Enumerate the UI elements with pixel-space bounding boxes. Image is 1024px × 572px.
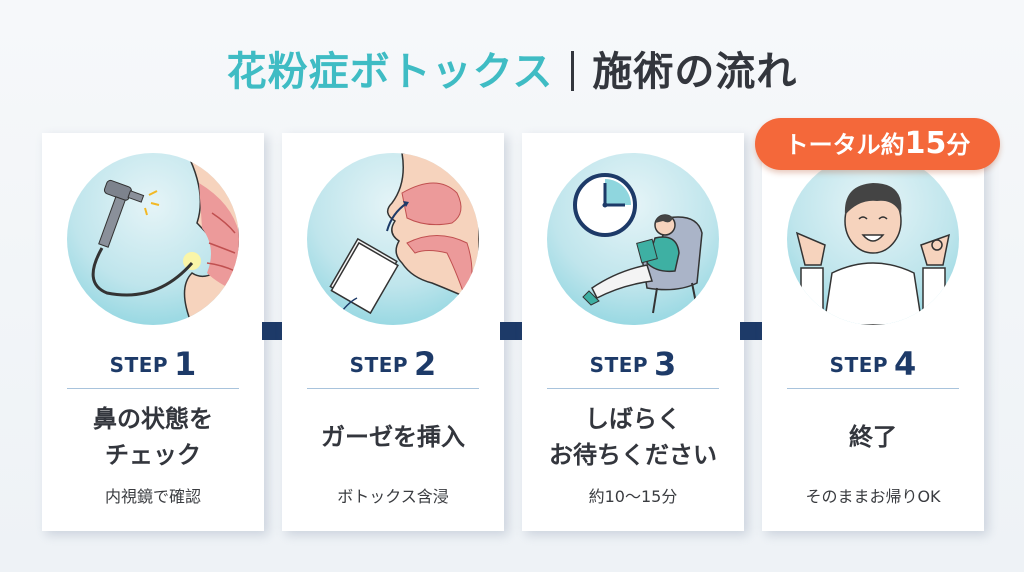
page-title: 花粉症ボトックス施術の流れ	[0, 44, 1024, 100]
endoscope-nose-icon	[67, 153, 239, 325]
divider	[307, 388, 479, 389]
total-time-badge: トータル約15分	[755, 118, 1000, 170]
step-subtitle: そのままお帰りOK	[805, 487, 941, 506]
step-title: ガーゼを挿入	[321, 423, 465, 451]
step-subtitle: 内視鏡で確認	[104, 487, 201, 506]
happy-person-icon	[787, 153, 959, 325]
divider	[787, 388, 959, 389]
divider	[547, 388, 719, 389]
title-divider	[571, 51, 575, 91]
step-title: 終了	[849, 423, 897, 451]
step-subtitle: ボトックス含浸	[337, 487, 449, 506]
divider	[67, 388, 239, 389]
step-title: 鼻の状態を チェック	[93, 405, 213, 469]
step-subtitle: 約10〜15分	[588, 487, 678, 506]
title-accent: 花粉症ボトックス	[226, 49, 554, 95]
gauze-nose-icon	[307, 153, 479, 325]
clock-waiting-icon	[547, 153, 719, 325]
step-title: しばらく お待ちください	[549, 405, 717, 469]
title-main: 施術の流れ	[592, 49, 798, 95]
